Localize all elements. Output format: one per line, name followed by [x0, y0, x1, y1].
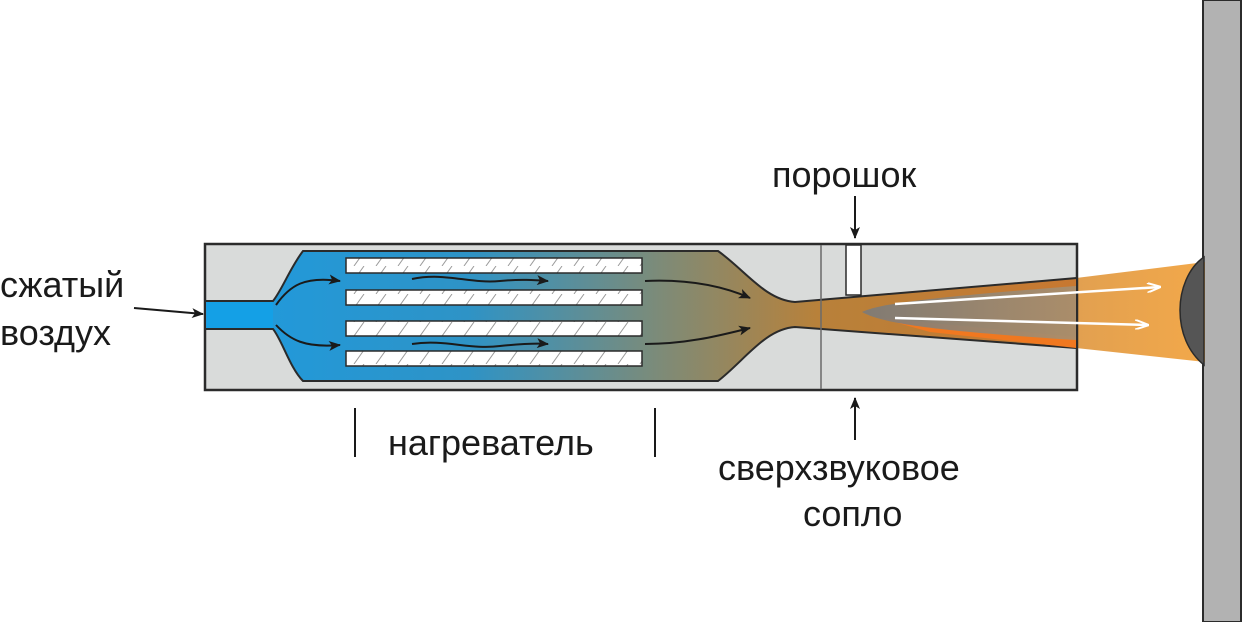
nozzle-label-line1: сверхзвуковое	[718, 447, 960, 488]
heater-element	[345, 320, 643, 337]
spray-jet	[1076, 262, 1205, 362]
flow-arrow-channel-lower	[411, 338, 549, 349]
powder-stream-core	[862, 286, 1076, 340]
flow-arrow-channel-upper	[411, 275, 549, 286]
flow-arrow-split-down	[275, 324, 341, 351]
heater-elements	[345, 257, 643, 367]
inlet-pointer-arrow	[133, 307, 204, 319]
inlet-label-line1: сжатый	[0, 264, 124, 305]
powder-label: порошок	[772, 154, 916, 195]
heater-element	[345, 289, 643, 306]
heater-element	[345, 257, 643, 274]
heater-label: нагреватель	[388, 422, 594, 463]
powder-injection-port	[845, 244, 862, 296]
nozzle-label-line2: сопло	[803, 493, 902, 534]
jet-arrow-lower	[894, 316, 1148, 325]
inlet-label-line2: воздух	[0, 312, 111, 353]
flow-arrows	[275, 274, 751, 351]
gas-channel	[204, 250, 1078, 382]
flow-arrow-split-up	[275, 274, 341, 306]
substrate-wall	[1202, 0, 1242, 622]
air-inlet-port	[207, 302, 273, 328]
flow-arrow-outlet-lower	[644, 325, 751, 345]
heater-element	[345, 350, 643, 367]
jet-arrow-upper	[894, 287, 1160, 306]
flow-arrow-outlet-upper	[644, 279, 751, 299]
jet-velocity-arrows	[894, 287, 1160, 325]
coating-deposit	[1179, 255, 1205, 367]
